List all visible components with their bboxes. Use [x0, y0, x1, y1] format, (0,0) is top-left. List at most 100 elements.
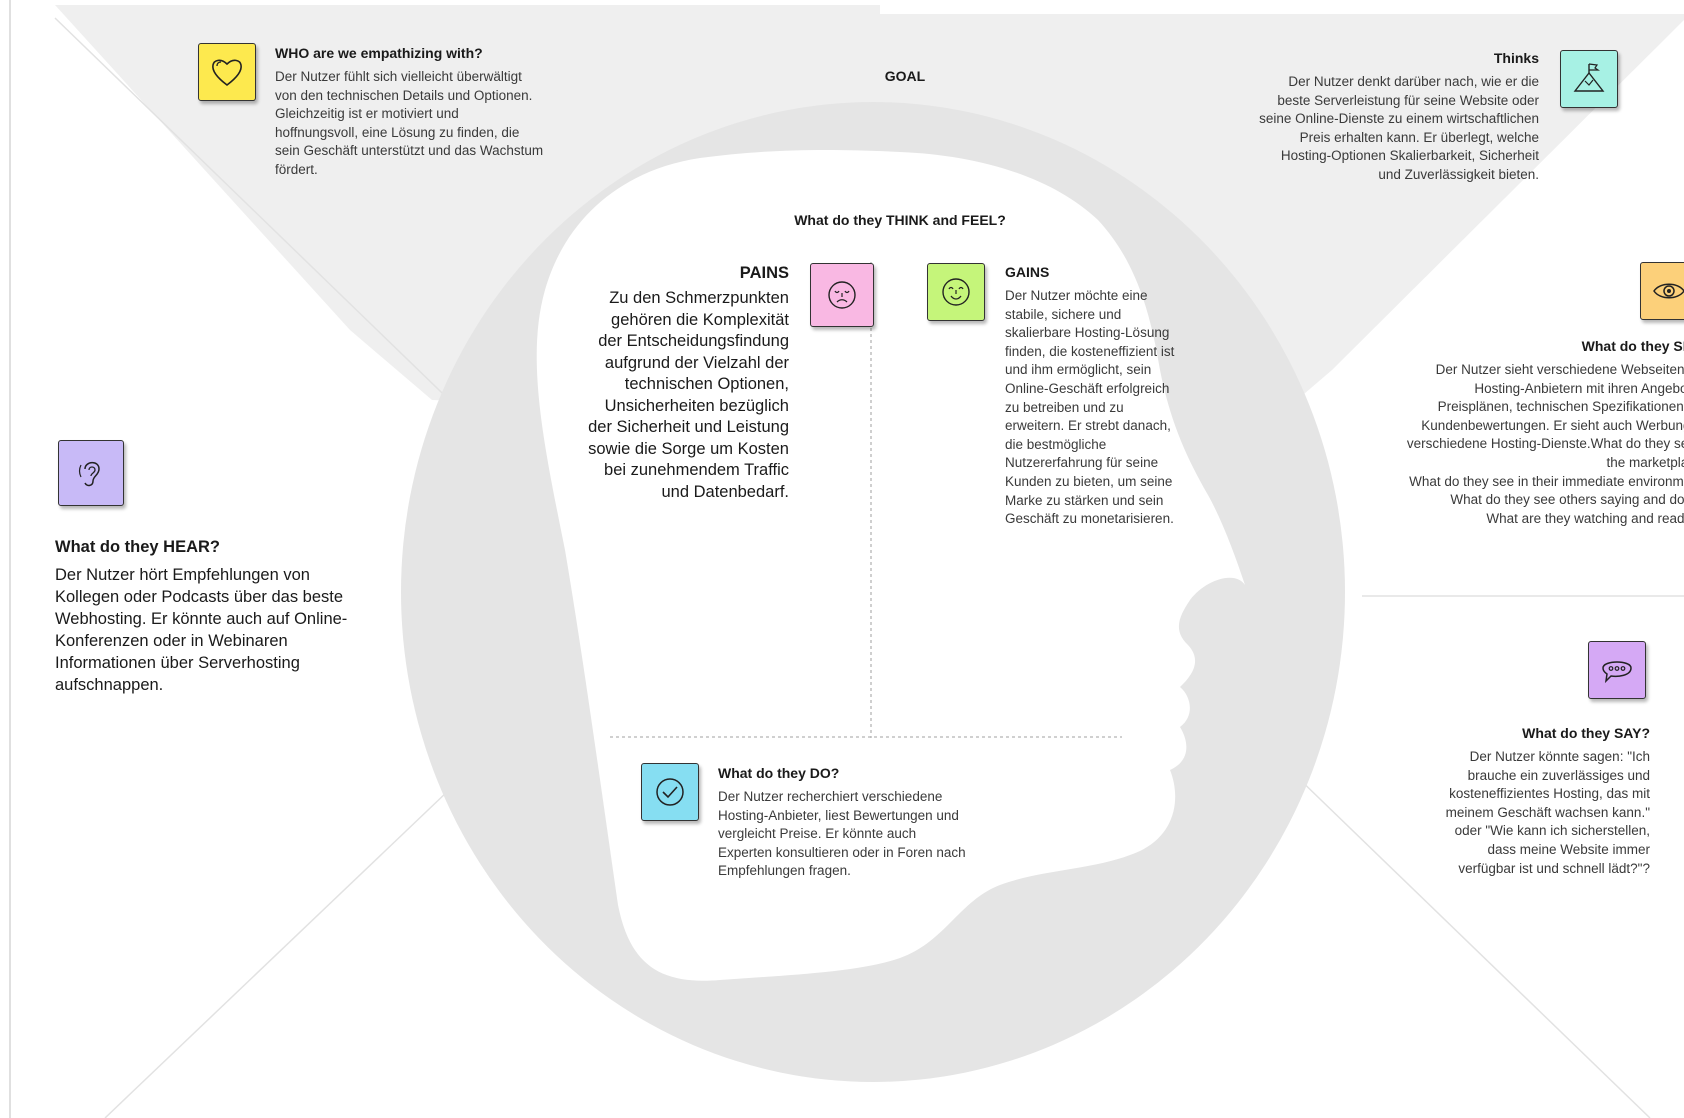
diag-bottom-right: [1289, 769, 1651, 1118]
says-line: kosteneffizientes Hosting, das mit: [1449, 786, 1650, 802]
pains-sticky-note: [810, 263, 874, 327]
does-line: Empfehlungen fragen.: [718, 863, 851, 879]
ear-icon: [78, 461, 100, 487]
who-sticky-note: [198, 43, 256, 101]
sees-line: Der Nutzer sieht verschiedene Webseiten …: [1435, 362, 1684, 377]
says-text: Der Nutzer könnte sagen: "Ich brauche ei…: [1400, 748, 1650, 878]
sees-line: What are they watching and reading?: [1486, 510, 1684, 526]
says-line: Der Nutzer könnte sagen: "Ich: [1469, 749, 1650, 764]
says-line: oder "Wie kann ich sicherstellen,: [1454, 823, 1650, 839]
thinks-line: beste Serverleistung für seine Website o…: [1277, 92, 1539, 108]
gains-line: die bestmögliche: [1005, 436, 1107, 452]
happy-face-icon: [942, 278, 970, 306]
says-line: meinem Geschäft wachsen kann.": [1445, 804, 1650, 820]
sees-section-viewport: What do they SEE? Der Nutzer sieht versc…: [1360, 338, 1684, 528]
thinks-text: Der Nutzer denkt darüber nach, wie er di…: [1180, 73, 1539, 185]
does-text: Der Nutzer recherchiert verschiedene Hos…: [718, 788, 1018, 881]
does-sticky-note: [641, 763, 699, 821]
think-feel-title: What do they THINK and FEEL?: [794, 212, 1006, 228]
mountain-flag-icon: [1573, 63, 1605, 92]
pains-line: technischen Optionen,: [624, 375, 789, 393]
does-line: Hosting-Anbieter, liest Bewertungen und: [718, 807, 959, 823]
hears-line: Der Nutzer hört Empfehlungen von: [55, 566, 310, 584]
pains-section: PAINS Zu den Schmerzpunkten gehören die …: [560, 262, 789, 503]
gains-line: skalierbare Hosting-Lösung: [1005, 325, 1170, 341]
thinks-line: Der Nutzer denkt darüber nach, wie er di…: [1288, 74, 1539, 89]
hears-line: Webhosting. Er könnte auch auf Online-: [55, 610, 348, 628]
hears-title: What do they HEAR?: [55, 538, 220, 556]
pains-line: der Sicherheit und Leistung: [588, 418, 789, 436]
gains-line: Der Nutzer möchte eine: [1005, 288, 1148, 303]
thinks-title: Thinks: [1493, 50, 1539, 66]
sees-sticky-note: [1640, 262, 1684, 320]
says-line: dass meine Website immer: [1487, 841, 1650, 857]
says-line: brauche ein zuverlässiges und: [1467, 767, 1650, 783]
sees-line: Preisplänen, technischen Spezifikationen…: [1437, 399, 1684, 415]
heart-icon: [212, 59, 242, 87]
gains-line: erweitern. Er strebt danach,: [1005, 418, 1171, 434]
who-line: Der Nutzer fühlt sich vielleicht überwäl…: [275, 69, 522, 84]
pains-line: Zu den Schmerzpunkten: [609, 289, 789, 307]
does-line: Experten konsultieren oder in Foren nach: [718, 844, 966, 860]
gains-sticky-note: [927, 263, 985, 321]
gains-line: zu betreiben und zu: [1005, 399, 1124, 415]
hears-line: Kollegen oder Podcasts über das beste: [55, 588, 344, 606]
sees-line: What do they see others saying and doing…: [1450, 492, 1684, 508]
sad-face-icon: [828, 281, 856, 309]
sees-text: Der Nutzer sieht verschiedene Webseiten …: [1360, 361, 1684, 528]
says-sticky-note: [1588, 641, 1646, 699]
says-title: What do they SAY?: [1522, 725, 1650, 741]
pains-line: der Entscheidungsfindung: [598, 332, 789, 350]
sees-title: What do they SEE?: [1581, 338, 1684, 354]
hears-line: Informationen über Serverhosting: [55, 654, 300, 672]
sees-line: the marketplace?: [1606, 454, 1684, 470]
diag-bottom-left: [104, 769, 471, 1118]
sees-line: Kundenbewertungen. Er sieht auch Werbung…: [1421, 417, 1684, 433]
who-line: hoffnungsvoll, eine Lösung zu finden, di…: [275, 124, 520, 140]
does-section: What do they DO? Der Nutzer recherchiert…: [718, 765, 1018, 881]
who-line: fördert.: [275, 161, 318, 177]
hears-line: Konferenzen oder in Webinaren: [55, 632, 288, 650]
who-line: von den technischen Details und Optionen…: [275, 87, 533, 103]
diag-top-left: [54, 17, 471, 421]
pains-line: gehören die Komplexität: [611, 310, 789, 329]
gains-text: Der Nutzer möchte eine stabile, sichere …: [1005, 287, 1205, 529]
sees-line: verschiedene Hosting-Dienste.What do the…: [1406, 436, 1684, 452]
pains-line: Unsicherheiten bezüglich: [604, 396, 789, 415]
sees-section: What do they SEE? Der Nutzer sieht versc…: [1360, 338, 1684, 528]
sees-line: Hosting-Anbietern mit ihren Angeboten,: [1474, 380, 1684, 396]
gains-line: finden, die kosteneffizient ist: [1005, 343, 1175, 359]
gains-line: und ihm ermöglicht, sein: [1005, 362, 1152, 378]
sees-line: What do they see in their immediate envi…: [1409, 473, 1684, 489]
hears-section: What do they HEAR? Der Nutzer hört Empfe…: [55, 536, 375, 696]
gains-line: Online-Geschäft erfolgreich: [1005, 380, 1170, 396]
gains-section: GAINS Der Nutzer möchte eine stabile, si…: [1005, 264, 1205, 529]
who-text: Der Nutzer fühlt sich vielleicht überwäl…: [275, 68, 595, 180]
thinks-section: Thinks Der Nutzer denkt darüber nach, wi…: [1180, 50, 1539, 185]
says-line: verfügbar ist und schnell lädt?"?: [1458, 860, 1650, 876]
pains-line: aufgrund der Vielzahl der: [604, 353, 789, 372]
gains-line: Geschäft zu monetarisieren.: [1005, 511, 1174, 527]
who-section: WHO are we empathizing with? Der Nutzer …: [275, 45, 595, 180]
pains-text: Zu den Schmerzpunkten gehören die Komple…: [560, 288, 789, 503]
hears-line: aufschnappen.: [55, 676, 164, 694]
speech-bubble-icon: [1602, 661, 1632, 684]
gains-line: Marke zu stärken und sein: [1005, 492, 1164, 508]
hears-sticky-note: [58, 440, 124, 506]
thinks-line: seine Online-Dienste zu einem wirtschaft…: [1259, 111, 1539, 127]
who-line: Gleichzeitig ist er motiviert und: [275, 106, 459, 122]
pains-line: bei zunehmendem Traffic: [604, 461, 789, 479]
thinks-line: Hosting-Optionen Skalierbarkeit, Sicherh…: [1280, 148, 1539, 164]
thinks-line: Preis erhalten kann. Er überlegt, welche: [1299, 129, 1539, 145]
gains-title: GAINS: [1005, 264, 1050, 280]
gains-line: stabile, sichere und: [1005, 306, 1122, 322]
pains-title: PAINS: [739, 264, 789, 282]
hears-text: Der Nutzer hört Empfehlungen von Kollege…: [55, 564, 375, 696]
pains-line: und Datenbedarf.: [661, 482, 789, 501]
pains-line: sowie die Sorge um Kosten: [588, 439, 789, 458]
thinks-sticky-note: [1560, 50, 1618, 108]
does-line: Der Nutzer recherchiert verschiedene: [718, 789, 943, 804]
does-title: What do they DO?: [718, 765, 840, 781]
